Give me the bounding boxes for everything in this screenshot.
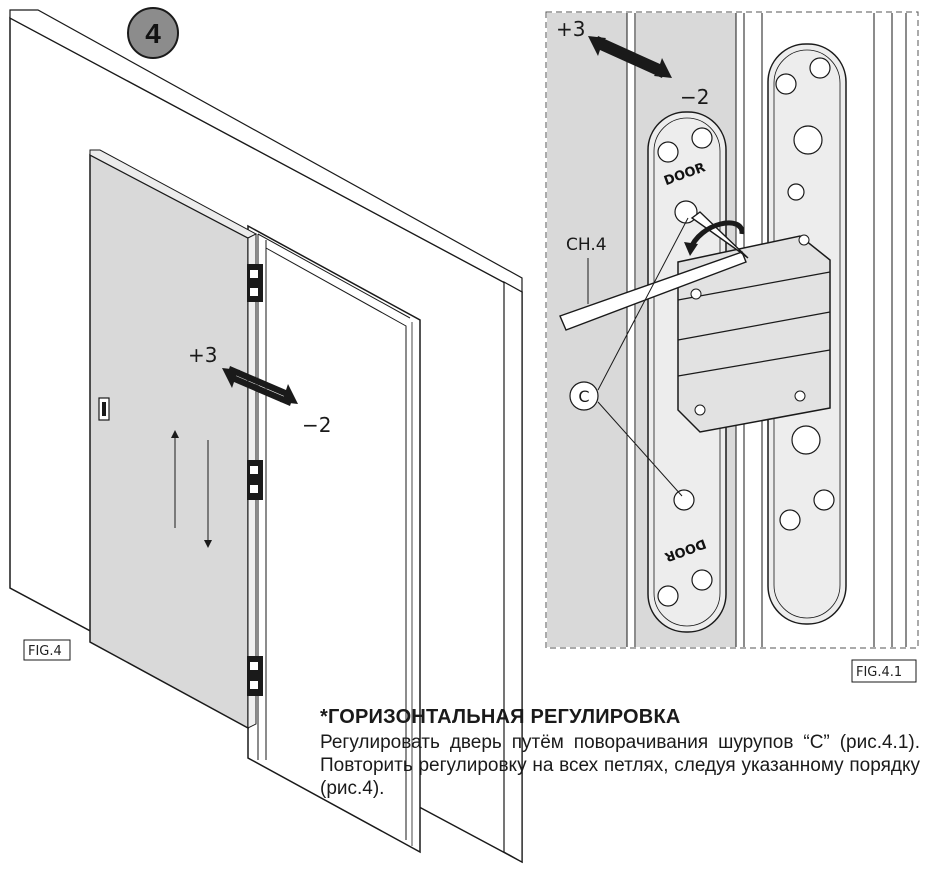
fig41-minus-label: −2 [680, 85, 709, 109]
fig41-label: FIG.4.1 [856, 665, 902, 680]
door-leaf [89, 149, 258, 730]
fig4-plus-label: +3 [188, 343, 217, 367]
screw-c-label: C [578, 387, 589, 406]
instruction-body: Регулировать дверь путём поворачивания ш… [320, 732, 920, 799]
fig4-label-box: FIG.4 [23, 639, 71, 661]
fig41-detail: DOOR DOOR CH.4 C [545, 11, 919, 649]
instruction-block: *ГОРИЗОНТАЛЬНАЯ РЕГУЛИРОВКА Регулировать… [320, 706, 920, 800]
fig4-minus-label: −2 [302, 413, 331, 437]
step-badge: 4 [127, 7, 179, 59]
fig41-plus-label: +3 [556, 17, 585, 41]
fig4-label: FIG.4 [28, 644, 62, 659]
hinge-bottom [247, 656, 263, 696]
door-opening [247, 224, 421, 854]
instruction-title: *ГОРИЗОНТАЛЬНАЯ РЕГУЛИРОВКА [320, 706, 681, 728]
fig41-label-box: FIG.4.1 [851, 659, 917, 683]
hinge-top [247, 264, 263, 302]
hinge-middle [247, 460, 263, 500]
step-badge-number: 4 [145, 18, 161, 49]
fig4-adjust-arrow: +3 −2 [188, 343, 331, 437]
tool-label: CH.4 [566, 235, 607, 255]
